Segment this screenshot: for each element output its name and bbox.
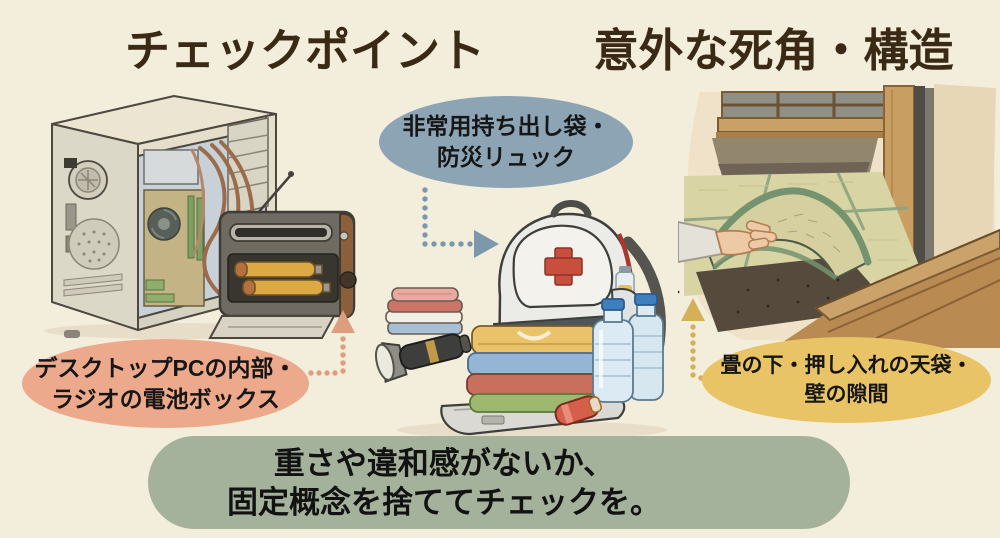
bubble-pc-radio-line1: デスクトップPCの内部・ (34, 354, 297, 381)
summary-banner-text: 重さや違和感がないか、 固定概念を捨ててチェックを。 (148, 444, 740, 522)
summary-banner: 重さや違和感がないか、 固定概念を捨ててチェックを。 (148, 436, 850, 529)
pc-connector-arrow-icon (308, 310, 355, 376)
summary-banner-line2: 固定概念を捨ててチェックを。 (227, 485, 661, 520)
bubble-emergency-bag-line2: 防災リュック (437, 144, 575, 170)
title-blind-spots: 意外な死角・構造 (593, 25, 954, 76)
backpack-illustration (374, 200, 667, 439)
bubble-emergency-bag: 非常用持ち出し袋・ 防災リュック (379, 96, 633, 188)
bubble-pc-radio-line2: ラジオの電池ボックス (51, 385, 280, 412)
summary-banner-line1: 重さや違和感がないか、 (273, 446, 615, 481)
bubble-pc-radio: デスクトップPCの内部・ ラジオの電池ボックス (22, 339, 309, 428)
tatami-illustration (678, 84, 1000, 348)
bubble-emergency-bag-line1: 非常用持ち出し袋・ (402, 113, 610, 139)
bubble-tatami-gaps: 畳の下・押し入れの天袋・ 壁の隙間 (702, 337, 991, 423)
bag-connector-arrow-icon (422, 187, 499, 258)
bubble-tatami-gaps-line1: 畳の下・押し入れの天袋・ (720, 354, 973, 377)
desktop-pc-radio-illustration (44, 95, 357, 339)
title-checkpoint: チェックポイント (124, 25, 485, 76)
bubble-tatami-gaps-line2: 壁の隙間 (804, 383, 889, 406)
